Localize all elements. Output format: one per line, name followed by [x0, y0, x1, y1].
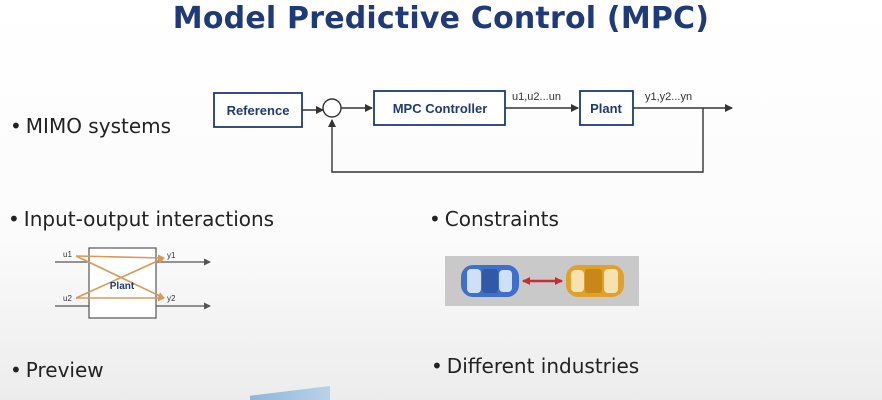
bullet-input-output-interactions: •Input-output interactions: [8, 207, 274, 231]
interaction-plant-box: [88, 247, 157, 319]
bullet-label: Different industries: [446, 354, 640, 378]
plant-outputs-label: y1,y2...yn: [645, 91, 692, 103]
bullet-dot: •: [10, 114, 22, 138]
orange-car-icon: [566, 265, 624, 297]
bullet-dot: •: [10, 358, 22, 382]
blue-car-icon: [461, 265, 519, 297]
plant-label: Plant: [590, 101, 622, 116]
bullet-label: MIMO systems: [25, 114, 172, 138]
control-inputs-label: u1,u2...un: [512, 91, 561, 103]
y1-label: y1: [167, 251, 176, 260]
bullet-dot: •: [8, 207, 20, 231]
reference-label: Reference: [227, 103, 290, 118]
bullet-preview: •Preview: [10, 358, 104, 382]
bullet-different-industries: •Different industries: [431, 354, 639, 378]
bullet-label: Constraints: [444, 207, 559, 231]
page-title: Model Predictive Control (MPC): [172, 1, 710, 36]
interaction-plant-label: Plant: [110, 281, 135, 292]
feedback-path: [328, 108, 704, 173]
u1-label: u1: [63, 250, 72, 259]
bullet-label: Input-output interactions: [23, 207, 275, 231]
mpc-controller-label: MPC Controller: [393, 101, 488, 116]
u2-label: u2: [63, 294, 72, 303]
bullet-constraints: •Constraints: [429, 207, 559, 231]
u2-to-y1-arrow: [75, 257, 165, 299]
bullet-dot: •: [431, 354, 443, 378]
bullet-dot: •: [429, 207, 441, 231]
mpc-controller-block: [373, 90, 506, 126]
bullet-label: Preview: [25, 358, 104, 382]
u1-to-y2-arrow: [75, 255, 165, 299]
bullet-mimo-systems: •MIMO systems: [10, 114, 171, 138]
y2-label: y2: [167, 294, 176, 303]
u1-to-y1-arrow: [75, 254, 165, 262]
